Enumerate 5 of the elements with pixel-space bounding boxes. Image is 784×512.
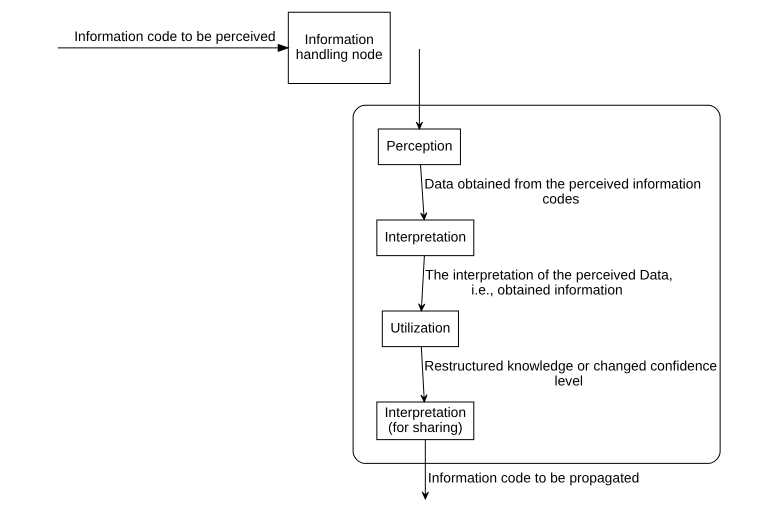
edge-label: The interpretation of the perceived Data, i.e., obtained information <box>424 266 672 298</box>
edge-label: Data obtained from the perceived information codes <box>424 176 701 206</box>
edge-label: Restructured knowledge or changed confidence level <box>424 358 717 388</box>
edge-label: Information code to be propagated <box>427 469 639 486</box>
edge-label: Information code to be perceived <box>74 28 276 44</box>
